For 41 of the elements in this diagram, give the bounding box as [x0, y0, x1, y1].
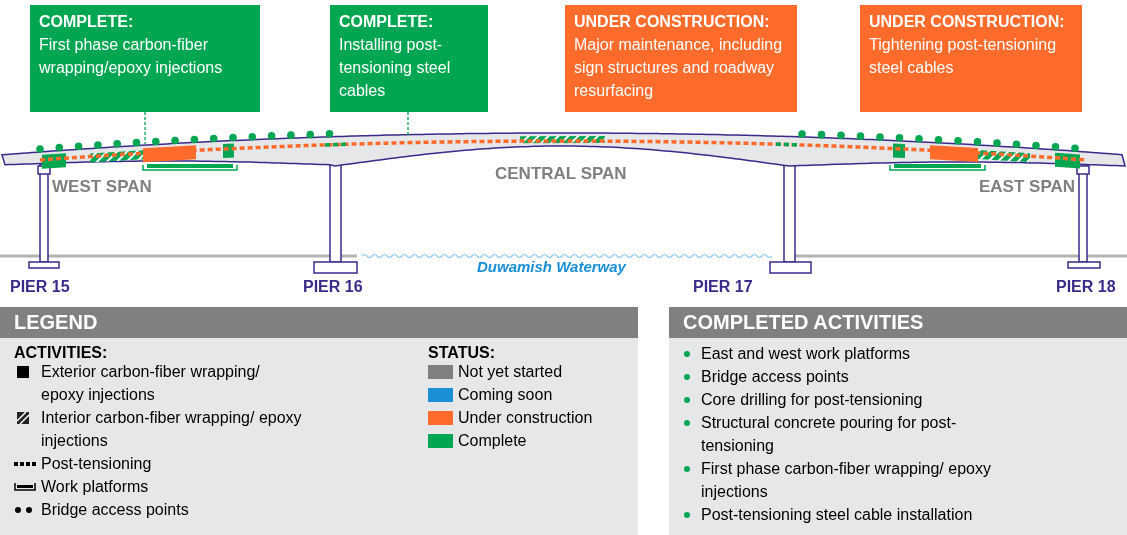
- bullet-item: Structural concrete pouring for post-tensioning: [681, 411, 1021, 457]
- section-header: LEGEND: [0, 307, 638, 338]
- legend-text: Under construction: [458, 408, 593, 428]
- bullet-item: East and west work platforms: [681, 342, 1021, 365]
- leader-line: [407, 111, 409, 136]
- section-header: COMPLETED ACTIVITIES: [669, 307, 1127, 338]
- callout-box: [30, 5, 260, 112]
- pier-label: PIER 15: [10, 278, 70, 296]
- legend-text: Bridge access points: [41, 500, 189, 520]
- callout-box: [860, 5, 1082, 112]
- legend-text: Interior carbon-fiber wrapping/ epoxy injections: [41, 408, 303, 451]
- waterway-label: Duwamish Waterway: [477, 258, 626, 275]
- callout-heading: COMPLETE:: [39, 12, 135, 32]
- bullet-item: Bridge access points: [681, 365, 1021, 388]
- callout-text: First phase carbon-fiber wrapping/epoxy injections: [39, 35, 224, 78]
- legend-heading: STATUS:: [428, 344, 495, 362]
- span-label: EAST SPAN: [979, 177, 1076, 197]
- span-label: CENTRAL SPAN: [495, 164, 627, 184]
- legend-text: Post-tensioning: [41, 454, 152, 474]
- legend-text: Not yet started: [458, 362, 563, 382]
- callout-heading: UNDER CONSTRUCTION:: [574, 12, 771, 32]
- bullet-item: Core drilling for post-tensioning: [681, 388, 1021, 411]
- pier-label: PIER 16: [303, 278, 363, 296]
- callout-box: [330, 5, 488, 112]
- callout-box: [565, 5, 797, 112]
- legend-heading: ACTIVITIES:: [14, 344, 108, 362]
- callout-heading: UNDER CONSTRUCTION:: [869, 12, 1066, 32]
- leader-line: [144, 111, 146, 145]
- callout-heading: COMPLETE:: [339, 12, 435, 32]
- pier-label: PIER 18: [1056, 278, 1116, 296]
- callout-text: Installing post-tensioning steel cables: [339, 35, 452, 101]
- bullet-item: Post-tensioning steel cable installation: [681, 503, 1021, 526]
- legend-text: Exterior carbon-fiber wrapping/ epoxy injections: [41, 362, 261, 405]
- pier-label: PIER 17: [693, 278, 753, 296]
- callout-text: Tightening post-tensioning steel cables: [869, 35, 1058, 78]
- span-label: WEST SPAN: [52, 177, 152, 197]
- callout-text: Major maintenance, including sign structures and roadway resurfacing: [574, 35, 784, 101]
- legend-text: Coming soon: [458, 385, 553, 405]
- legend-text: Complete: [458, 431, 527, 451]
- bullet-item: First phase carbon-fiber wrapping/ epoxy injections: [681, 457, 1021, 503]
- legend-text: Work platforms: [41, 477, 149, 497]
